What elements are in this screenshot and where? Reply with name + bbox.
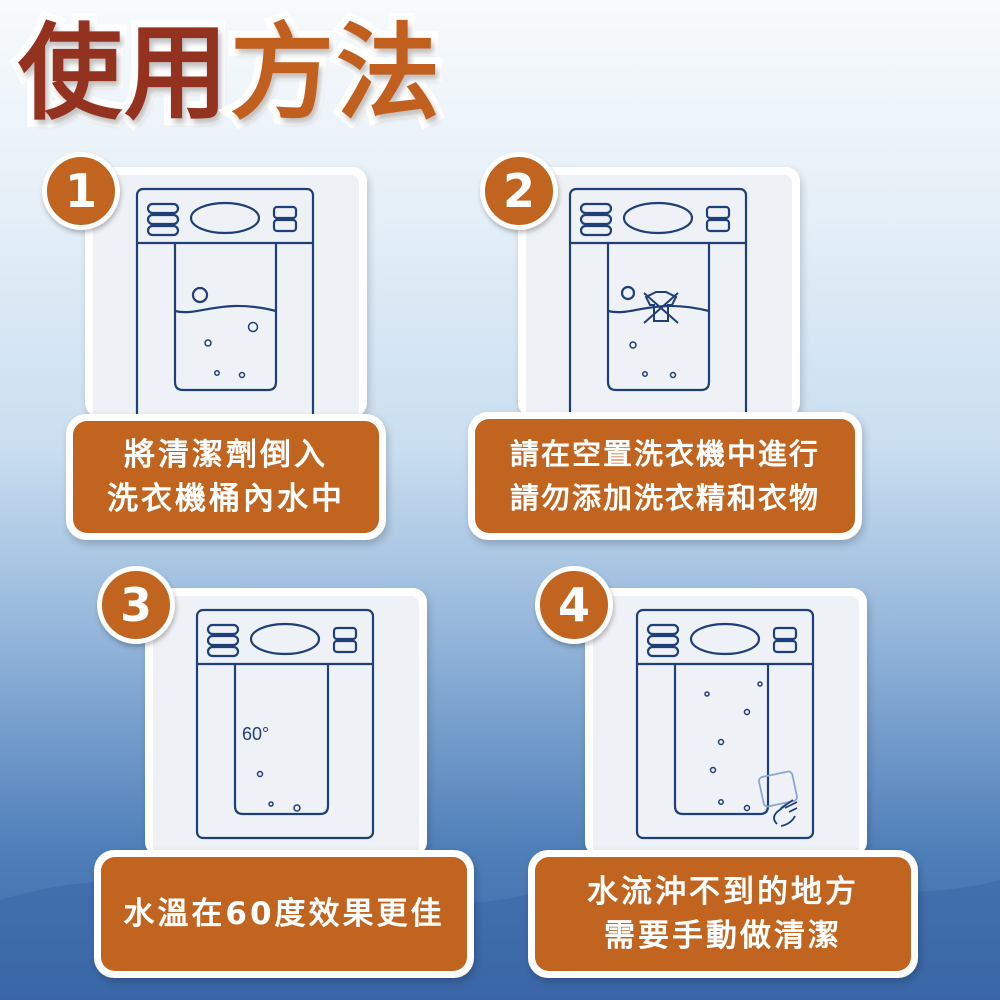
control-buttons-left <box>146 202 180 237</box>
washer-drum <box>233 664 330 816</box>
washer-body <box>135 187 315 417</box>
bubble <box>704 691 710 697</box>
control-buttons-left <box>646 623 680 658</box>
step-4-card <box>585 588 867 856</box>
control-buttons-left <box>579 202 613 237</box>
step-2-line-1: 請在空置洗衣機中進行 <box>509 437 820 471</box>
control-buttons-right <box>272 205 298 233</box>
control-buttons-right <box>705 205 731 233</box>
washer-no-clothes-icon <box>568 187 748 417</box>
step-1-card <box>85 167 367 417</box>
step-2-badge: 2 <box>480 152 558 230</box>
step-4-line-1: 水流沖不到的地方 <box>587 874 859 910</box>
sponge-hand-icon <box>758 770 798 827</box>
bubble <box>247 321 259 333</box>
water-level <box>607 304 710 314</box>
step-4-label: 水流沖不到的地方需要手動做清潔 <box>528 850 918 978</box>
bubble <box>191 286 209 304</box>
display-window <box>689 622 761 656</box>
control-buttons-right <box>772 626 798 654</box>
washer-temperature-icon: 60° <box>195 608 375 840</box>
crossed-out-shirt-icon <box>643 291 679 324</box>
bubble <box>718 799 724 805</box>
bubble <box>709 766 717 774</box>
bubble <box>629 341 637 349</box>
step-1-badge: 1 <box>42 152 120 230</box>
display-window <box>249 622 321 656</box>
bubble <box>743 804 751 812</box>
control-buttons-right <box>332 626 358 654</box>
step-4-line-2: 需要手動做清潔 <box>604 918 842 954</box>
step-2-line-2: 請勿添加洗衣精和衣物 <box>509 481 820 515</box>
washer-water-icon <box>135 187 315 417</box>
step-3-line-1: 水溫在60度效果更佳 <box>123 896 445 932</box>
bubble <box>757 681 763 687</box>
bubble <box>620 285 636 301</box>
step-2-label: 請在空置洗衣機中進行請勿添加洗衣精和衣物 <box>468 412 862 540</box>
step-3-badge: 3 <box>97 566 175 644</box>
display-window <box>622 201 694 235</box>
bubble <box>238 371 246 379</box>
washer-body <box>568 187 748 417</box>
control-buttons-left <box>206 623 240 658</box>
step-3-card: 60° <box>145 588 427 856</box>
temperature-label: 60° <box>242 724 269 744</box>
bubble <box>642 371 648 377</box>
step-2-card <box>518 167 800 417</box>
step-3-label: 水溫在60度效果更佳 <box>94 850 474 978</box>
washer-body <box>635 608 815 840</box>
bubble <box>743 708 751 716</box>
washer-drum <box>606 243 711 392</box>
washer-hand-clean-icon <box>635 608 815 840</box>
bubble <box>204 339 212 347</box>
page-title: 使用方法 <box>11 5 447 141</box>
bubble <box>268 801 274 807</box>
step-1-line-2: 洗衣機桶內水中 <box>107 481 345 517</box>
display-window <box>189 201 261 235</box>
bubble <box>214 370 220 376</box>
step-1-label: 將清潔劑倒入洗衣機桶內水中 <box>66 414 386 540</box>
step-4-badge: 4 <box>535 566 613 644</box>
washer-drum <box>173 243 278 392</box>
bubble <box>717 738 725 746</box>
washer-drum <box>673 664 770 816</box>
bubble <box>669 371 677 379</box>
bubble <box>256 770 264 778</box>
washer-body <box>195 608 375 840</box>
water-level <box>174 304 277 314</box>
step-1-line-1: 將清潔劑倒入 <box>124 437 328 473</box>
bubble <box>293 804 301 812</box>
